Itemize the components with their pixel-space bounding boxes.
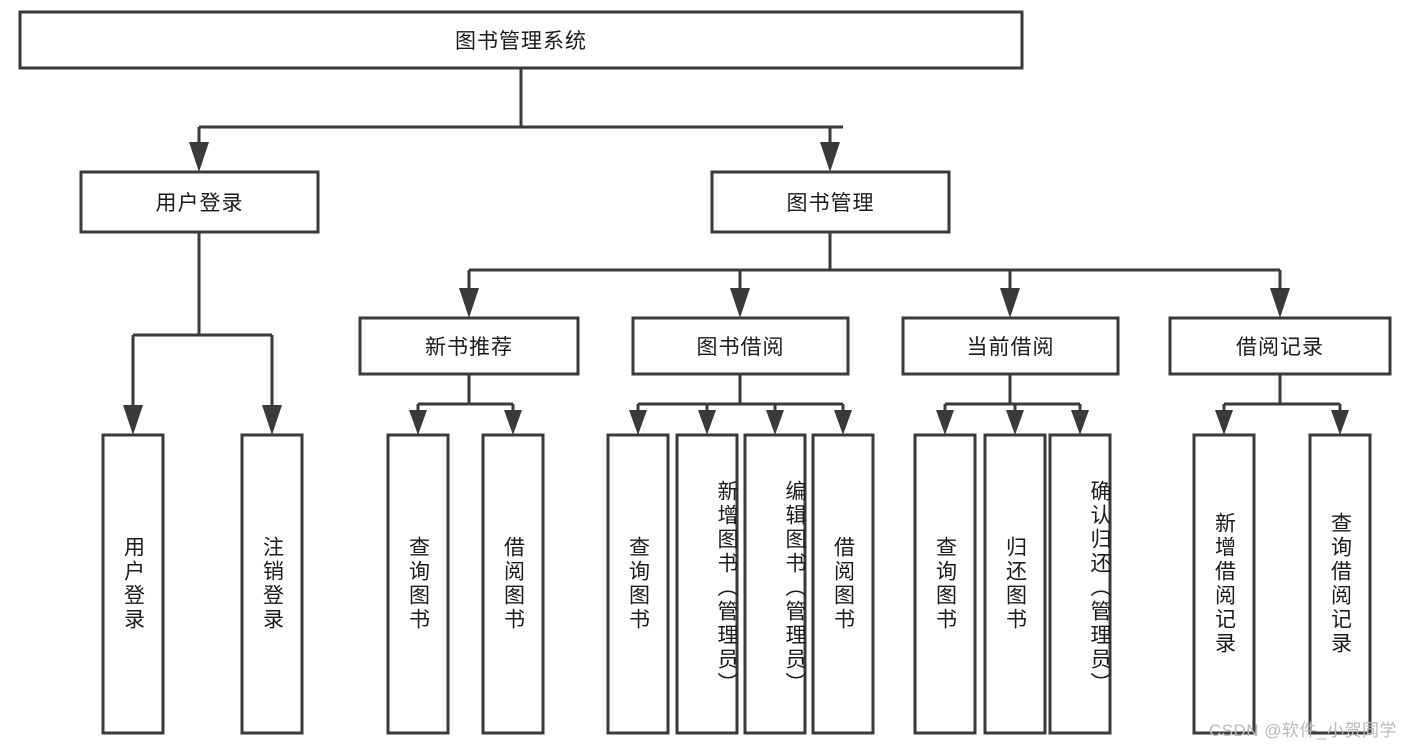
- leaf-box-borrow-record-0[interactable]: [1192, 433, 1256, 735]
- node-box-current-borrow[interactable]: [901, 316, 1120, 376]
- arrow-to-user-login: [189, 142, 209, 172]
- leaf-box-current-borrow-0[interactable]: [913, 433, 977, 735]
- leaf-box-new-book-1[interactable]: [481, 433, 545, 735]
- connector-new-book-to-leaves: [409, 374, 522, 435]
- leaf-box-book-borrow-1[interactable]: [675, 433, 739, 735]
- node-box-new-book-recommend[interactable]: [358, 316, 580, 376]
- connector-current-borrow-to-leaves: [936, 374, 1089, 435]
- arrow-to-new-book: [459, 288, 479, 318]
- leaf-box-new-book-0[interactable]: [386, 433, 450, 735]
- node-box-user-login[interactable]: [79, 170, 320, 234]
- connector-book-manage-to-level3: [459, 232, 1290, 318]
- arrow-to-current-borrow: [1000, 288, 1020, 318]
- arrow-to-borrow-record: [1270, 288, 1290, 318]
- node-box-borrow-record[interactable]: [1168, 316, 1392, 376]
- connector-user-login-to-leaves: [123, 232, 282, 435]
- connector-book-borrow-to-leaves: [629, 374, 852, 435]
- connector-borrow-record-to-leaves: [1215, 374, 1349, 435]
- arrow-to-book-manage: [820, 142, 840, 172]
- leaf-box-current-borrow-1[interactable]: [983, 433, 1047, 735]
- arrow-to-book-borrow: [730, 288, 750, 318]
- leaf-box-book-borrow-2[interactable]: [743, 433, 807, 735]
- node-box-book-borrow[interactable]: [631, 316, 850, 376]
- leaf-box-user-login-0[interactable]: [101, 433, 165, 735]
- leaf-box-user-login-1[interactable]: [240, 433, 304, 735]
- connector-root-to-level2: [189, 68, 843, 172]
- leaf-box-book-borrow-0[interactable]: [606, 433, 670, 735]
- leaf-box-current-borrow-2[interactable]: [1048, 433, 1112, 735]
- leaf-box-book-borrow-3[interactable]: [811, 433, 875, 735]
- leaf-box-borrow-record-1[interactable]: [1308, 433, 1372, 735]
- node-box-book-manage[interactable]: [710, 170, 951, 234]
- node-box-root[interactable]: [18, 10, 1024, 70]
